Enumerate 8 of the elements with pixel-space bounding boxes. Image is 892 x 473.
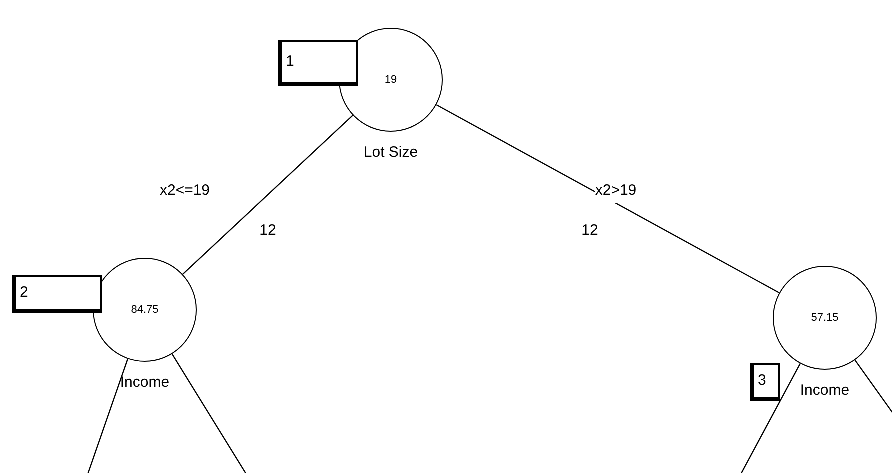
node-number-tag: 1 [278,40,358,86]
split-variable-label: Income [119,373,171,393]
branch-line [182,115,354,275]
split-variable-label: Lot Size [362,143,420,163]
node-number-tag: 2 [12,275,102,313]
branch-line [85,358,129,473]
node-number-tag: 3 [750,363,780,401]
branch-line [436,104,780,294]
